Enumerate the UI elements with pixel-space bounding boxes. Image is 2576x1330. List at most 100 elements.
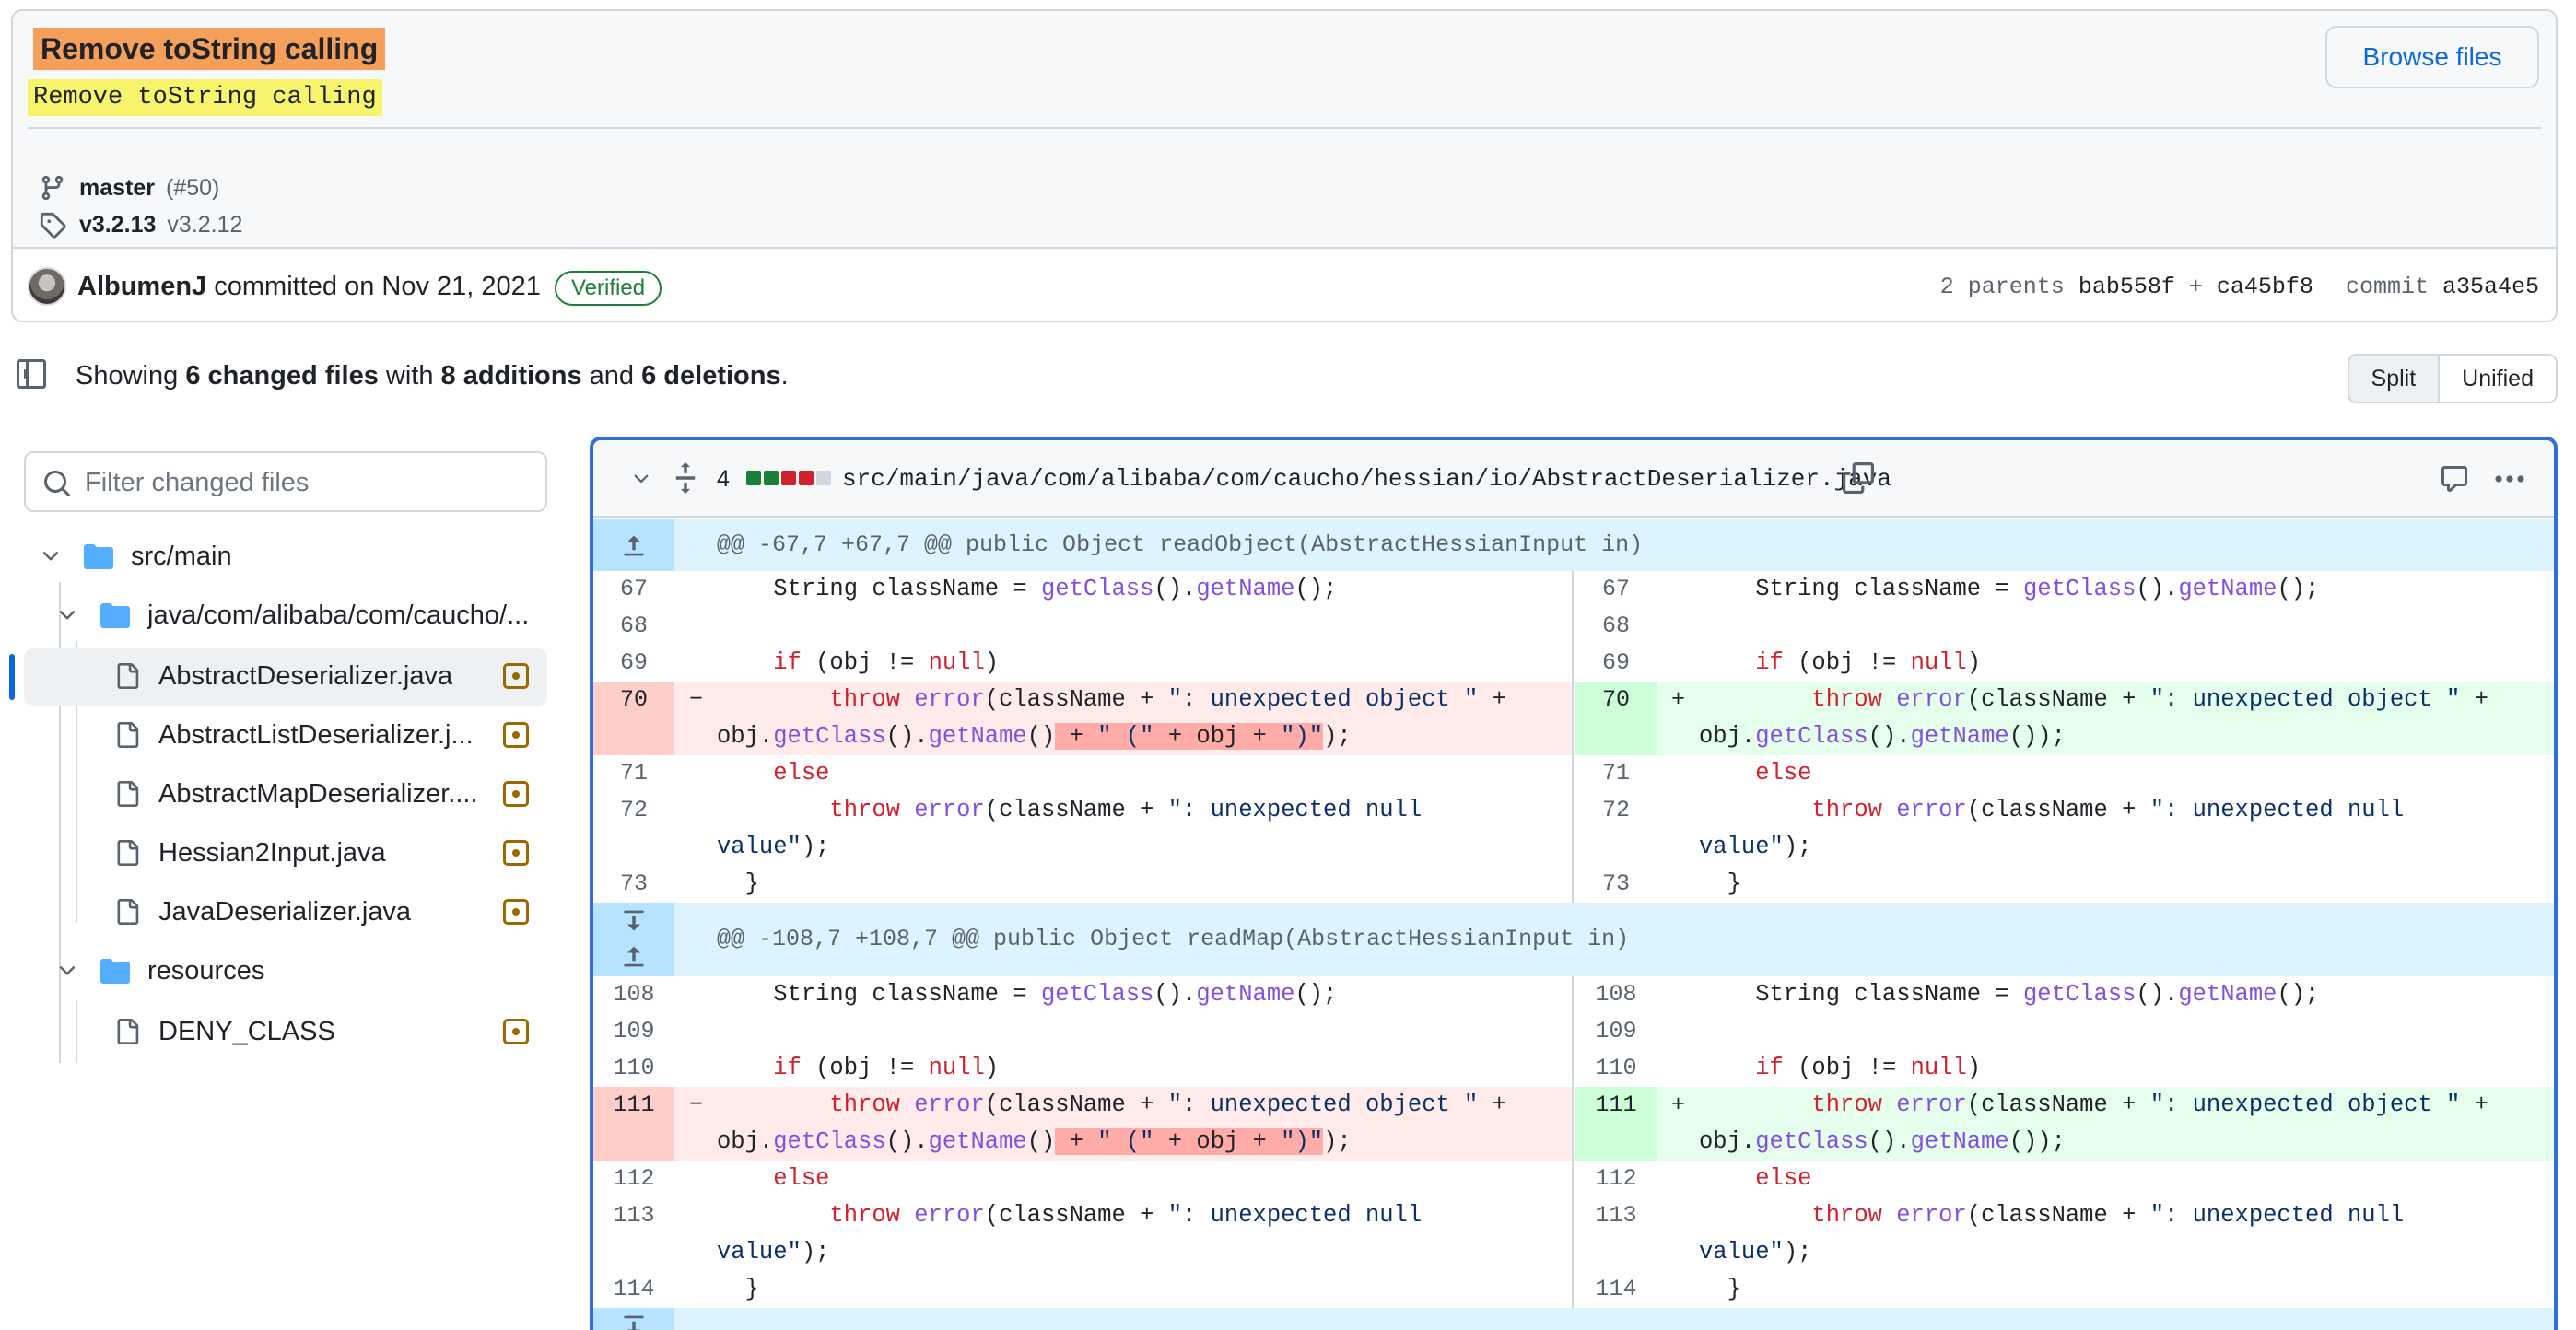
line-number[interactable]: 112 — [1595, 1165, 1637, 1192]
diffstat-blocks — [746, 471, 831, 485]
line-number[interactable]: 73 — [619, 870, 648, 897]
line-number[interactable]: 108 — [1595, 981, 1637, 1008]
expand-all-icon[interactable] — [673, 462, 698, 494]
addition-sign: + — [1671, 686, 1686, 713]
line-number[interactable]: 112 — [613, 1165, 655, 1192]
hunk-gutter — [593, 519, 674, 571]
pr-link[interactable]: (#50) — [166, 175, 220, 201]
verified-badge[interactable]: Verified — [555, 271, 662, 306]
modified-icon — [503, 781, 529, 807]
file-icon — [117, 840, 139, 866]
line-number[interactable]: 69 — [1601, 649, 1630, 676]
diff-row-changed: 111− throw error(className + ": unexpect… — [593, 1087, 2554, 1161]
kebab-menu-icon[interactable] — [2493, 464, 2526, 494]
line-number[interactable]: 111 — [1575, 1087, 1657, 1161]
code-line: if (obj != null) — [773, 1055, 1000, 1081]
line-number[interactable]: 71 — [619, 760, 648, 787]
line-number[interactable]: 70 — [1575, 682, 1657, 755]
chevron-down-icon[interactable] — [630, 468, 652, 490]
code-line: else — [773, 760, 830, 787]
line-number[interactable]: 110 — [1595, 1055, 1637, 1081]
parents-label: 2 parents — [1939, 274, 2065, 300]
expand-up-icon[interactable] — [621, 943, 647, 969]
avatar[interactable] — [28, 267, 66, 306]
line-number[interactable]: 68 — [619, 612, 648, 639]
commit-sha: a35a4e5 — [2441, 274, 2539, 300]
tree-file-java-deserializer[interactable]: JavaDeserializer.java — [114, 886, 501, 938]
diff-summary: Showing 6 changed files with 8 additions… — [76, 357, 789, 394]
comment-icon[interactable] — [2440, 464, 2469, 494]
author-link[interactable]: AlbumenJ — [77, 272, 207, 301]
line-number[interactable]: 70 — [593, 682, 674, 755]
copy-icon[interactable] — [1843, 462, 1874, 494]
file-icon — [117, 663, 139, 689]
tree-file-abstract-list[interactable]: AbstractListDeserializer.j... — [114, 709, 501, 761]
parents-plus: + — [2188, 274, 2203, 300]
line-number[interactable]: 114 — [1595, 1276, 1637, 1302]
line-number[interactable]: 113 — [613, 1202, 655, 1229]
line-number[interactable]: 109 — [1595, 1018, 1637, 1044]
tag-link[interactable]: v3.2.13 — [79, 212, 157, 238]
line-number[interactable]: 111 — [593, 1087, 674, 1161]
filter-input[interactable] — [85, 462, 527, 503]
tree-file-abstract-map[interactable]: AbstractMapDeserializer.... — [114, 768, 501, 820]
tree-folder-label: resources — [147, 955, 265, 986]
hunk-text: @@ -108,7 +108,7 @@ public Object readMa… — [717, 926, 1630, 952]
folder-icon — [100, 959, 130, 984]
expand-down-icon[interactable] — [621, 1313, 647, 1330]
line-number[interactable]: 67 — [619, 576, 648, 602]
tree-file-abstract-deserializer[interactable]: AbstractDeserializer.java — [114, 650, 501, 702]
commit-box: Remove toString calling Remove toString … — [11, 9, 2558, 322]
diff-row: 114 } 114 } — [593, 1271, 2554, 1308]
tree-folder-src-main[interactable]: src/main — [39, 531, 232, 582]
unified-view-button[interactable]: Unified — [2462, 366, 2534, 391]
parent2-link[interactable]: ca45bf8 — [2216, 274, 2313, 300]
tree-folder-resources[interactable]: resources — [55, 945, 264, 997]
selected-file-highlight — [24, 648, 547, 706]
line-number[interactable]: 72 — [1601, 797, 1630, 823]
tag-prev-link[interactable]: v3.2.12 — [167, 212, 243, 238]
tree-file-hessian2input[interactable]: Hessian2Input.java — [114, 827, 501, 879]
line-number[interactable]: 68 — [1601, 612, 1630, 639]
file-icon — [117, 781, 139, 807]
expand-up-icon[interactable] — [621, 532, 647, 558]
filter-files — [24, 451, 547, 512]
line-number[interactable]: 72 — [619, 797, 648, 823]
code-line: if (obj != null) — [1755, 649, 1982, 676]
diff-file-path[interactable]: src/main/java/com/alibaba/com/caucho/hes… — [842, 465, 1891, 493]
diff-row: 108 String className = getClass().getNam… — [593, 976, 2554, 1013]
line-number[interactable]: 73 — [1601, 870, 1630, 897]
line-number[interactable]: 69 — [619, 649, 648, 676]
split-view-button[interactable]: Split — [2348, 356, 2441, 402]
line-number[interactable]: 109 — [613, 1018, 655, 1044]
code-line-deleted: throw error(className + ": unexpected ob… — [717, 1091, 1506, 1155]
diff-row: 71 else 71 else — [593, 755, 2554, 792]
tree-folder-java[interactable]: java/com/alibaba/com/caucho/... — [55, 589, 553, 641]
line-number[interactable]: 108 — [613, 981, 655, 1008]
deletion-sign: − — [689, 1091, 704, 1118]
diff-row: 72 throw error(className + ": unexpected… — [593, 792, 2554, 866]
tree-file-label: AbstractDeserializer.java — [158, 660, 453, 691]
line-number[interactable]: 67 — [1601, 576, 1630, 602]
file-icon — [117, 722, 139, 748]
line-number[interactable]: 113 — [1595, 1202, 1637, 1229]
summary-additions: 8 additions — [440, 361, 582, 391]
commit-label: commit — [2345, 274, 2429, 300]
branch-link[interactable]: master — [79, 175, 155, 201]
tree-file-deny-class[interactable]: DENY_CLASS — [114, 1006, 501, 1057]
summary-deletions: 6 deletions — [641, 361, 781, 391]
modified-icon — [503, 663, 529, 689]
expand-down-icon[interactable] — [621, 908, 647, 934]
divider — [28, 127, 2541, 129]
tree-file-label: Hessian2Input.java — [158, 837, 386, 868]
author-line: AlbumenJ committed on Nov 21, 2021 — [77, 269, 541, 304]
line-number[interactable]: 110 — [613, 1055, 655, 1081]
diff-row: 112 else 112 else — [593, 1161, 2554, 1197]
sidebar-collapse-icon[interactable] — [17, 359, 46, 389]
modified-icon — [503, 722, 529, 748]
parent1-link[interactable]: bab558f — [2078, 274, 2175, 300]
line-number[interactable]: 114 — [613, 1276, 655, 1302]
commit-meta: AlbumenJ committed on Nov 21, 2021 Verif… — [13, 251, 2556, 321]
browse-files-button[interactable]: Browse files — [2325, 26, 2539, 88]
line-number[interactable]: 71 — [1601, 760, 1630, 787]
